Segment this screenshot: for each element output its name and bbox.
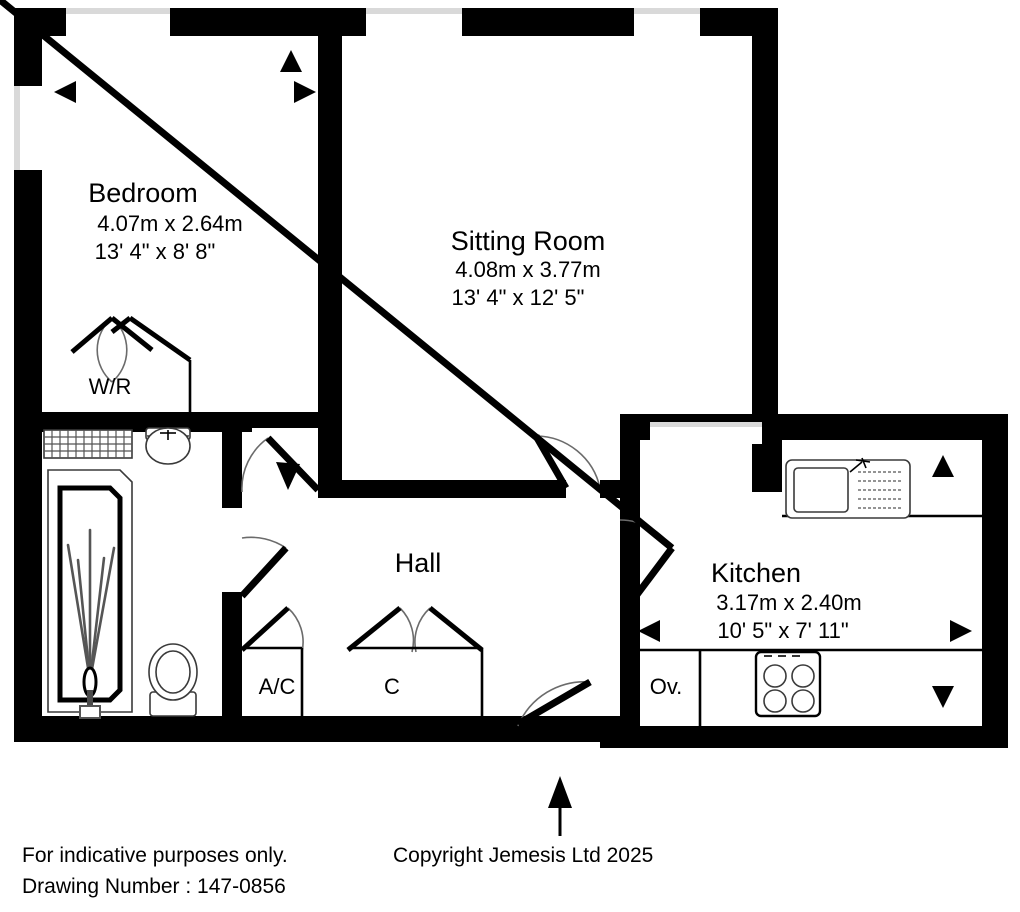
wall-hall-bottom: [14, 716, 510, 742]
arrow-kitchen-right: [950, 620, 972, 642]
cupboard-label: C: [384, 674, 400, 699]
basin-icon: [145, 427, 191, 465]
windows: [14, 8, 762, 444]
airing-cupboard-label: A/C: [259, 674, 296, 699]
door-entrance: [516, 678, 592, 728]
wardrobe-label: W/R: [89, 374, 132, 399]
wall-exterior-kitchen-right: [982, 414, 1008, 748]
tile-grid: [43, 429, 133, 459]
kitchen-dim-imperial: 10' 5" x 7' 11": [717, 618, 848, 643]
window-kitchen-top: [650, 422, 762, 444]
wall-bathroom-hall-lower: [222, 592, 242, 742]
sitting-room-dim-imperial: 13' 4" x 12' 5": [452, 285, 585, 310]
door-bathroom: [239, 536, 289, 599]
kitchen-window-recess: [640, 440, 770, 490]
doors: [0, 0, 675, 728]
cupboard-dividers: [188, 360, 484, 718]
sitting-room-dim-metric: 4.08m x 3.77m: [455, 257, 601, 282]
drawing-number-text: Drawing Number : 147-0856: [22, 875, 286, 898]
bedroom-dim-metric: 4.07m x 2.64m: [97, 211, 243, 236]
window-bedroom-top: [66, 8, 170, 36]
hob-icon: [754, 650, 822, 718]
arrow-bedroom-up: [280, 50, 302, 72]
kitchen-name: Kitchen: [711, 558, 801, 588]
window-bedroom-left: [14, 86, 42, 170]
kitchen-dim-metric: 3.17m x 2.40m: [716, 590, 862, 615]
wall-bedroom-bathroom: [14, 412, 252, 432]
arrow-kitchen-down: [932, 686, 954, 708]
wall-kitchen-left: [620, 414, 640, 748]
bathroom-fixtures: [43, 427, 198, 719]
wall-bathroom-hall: [222, 412, 242, 508]
arrow-bedroom-right: [294, 81, 316, 103]
wardrobe-floor: [42, 348, 190, 414]
sink-icon: [785, 457, 911, 519]
shower-base: [79, 705, 101, 719]
sitting-room-name: Sitting Room: [451, 226, 606, 256]
bedroom-dim-imperial: 13' 4" x 8' 8": [95, 239, 216, 264]
wall-sitting-right: [752, 36, 778, 418]
bedroom-name: Bedroom: [88, 178, 198, 208]
window-sitting-top-right: [634, 8, 700, 36]
arrow-kitchen-up: [932, 455, 954, 477]
wall-sitting-hall: [318, 480, 566, 498]
oven-label: Ov.: [650, 674, 683, 699]
door-bedroom: [241, 435, 321, 493]
arrow-bedroom-left: [54, 81, 76, 103]
disclaimer-text: For indicative purposes only.: [22, 844, 288, 867]
room-labels: Bedroom 4.07m x 2.64m 13' 4" x 8' 8" Sit…: [88, 178, 862, 699]
shower-spray-icon: [66, 528, 116, 682]
toilet-icon: [148, 643, 198, 717]
door-wardrobe: [70, 315, 192, 383]
door-kitchen: [0, 0, 675, 615]
hall-name: Hall: [395, 548, 442, 578]
entrance-arrow: [548, 776, 572, 836]
window-sitting-top-left: [366, 8, 462, 36]
wall-exterior-kitchen-bottom: [620, 726, 1008, 748]
hall-floor: [222, 494, 620, 716]
kitchen-fixtures: [640, 457, 982, 726]
shower-riser: [87, 690, 93, 712]
arrow-kitchen-left: [638, 620, 660, 642]
arrow-bedroom-door: [276, 462, 300, 490]
copyright-text: Copyright Jemesis Ltd 2025: [393, 844, 653, 867]
dimension-arrows: [54, 50, 972, 708]
door-airing-cupboard: [240, 606, 304, 653]
footer: For indicative purposes only. Drawing Nu…: [22, 844, 653, 898]
